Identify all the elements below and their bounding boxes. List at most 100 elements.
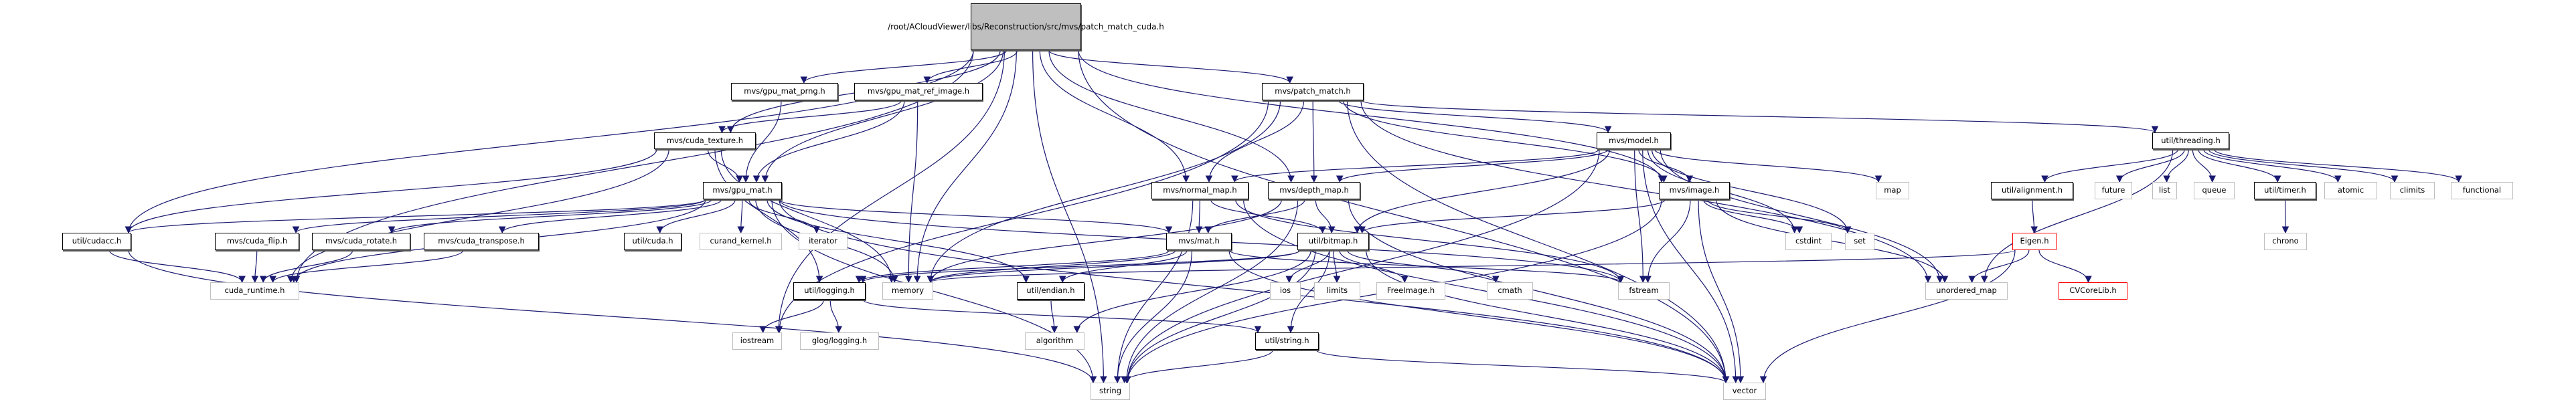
node-image[interactable]: mvs/image.h — [1659, 182, 1730, 199]
edge-patch_match-to-threading — [1360, 100, 2158, 134]
edge-threading-to-unordered_map — [1980, 148, 2174, 284]
edge-gpu_mat_ref_image-to-gpu_mat — [752, 100, 905, 183]
edge-bitmap-to-vector — [1366, 249, 1730, 384]
node-vector: vector — [1723, 383, 1766, 400]
edge-root-to-depth_map — [1048, 49, 1295, 183]
edge-normal_map-to-bitmap — [1210, 199, 1326, 234]
node-cuda-flip[interactable]: mvs/cuda_flip.h — [215, 233, 299, 250]
root-label-line: /root/ACloudViewer — [888, 21, 965, 31]
node-label: glog/logging.h — [811, 336, 868, 346]
node-label: map — [1884, 185, 1901, 195]
edge-mat-to-endian — [1058, 249, 1188, 284]
node-label: util/timer.h — [2264, 185, 2306, 195]
node-endian[interactable]: util/endian.h — [1017, 282, 1084, 300]
node-logging[interactable]: util/logging.h — [793, 282, 866, 300]
node-memory: memory — [882, 282, 933, 300]
node-limits: limits — [1314, 282, 1360, 300]
edge-root-to-gpu_mat — [761, 49, 1004, 183]
node-label: util/string.h — [1265, 336, 1309, 346]
node-util-string[interactable]: util/string.h — [1255, 332, 1319, 350]
node-label: mvs/mat.h — [1178, 236, 1220, 246]
node-label: mvs/cuda_flip.h — [226, 236, 288, 246]
edge-depth_map-to-bitmap — [1315, 199, 1336, 234]
node-label: mvs/gpu_mat.h — [712, 185, 773, 195]
edge-root-to-gpu_mat_ref_image — [923, 49, 1018, 84]
node-label: mvs/patch_match.h — [1275, 86, 1351, 96]
node-label: FreeImage.h — [1386, 286, 1435, 296]
edge-cuda_texture-to-logging — [714, 148, 823, 284]
node-bitmap[interactable]: util/bitmap.h — [1297, 233, 1369, 250]
edge-patch_match-to-vector — [1347, 100, 1730, 384]
edge-mat-to-vector — [1228, 249, 1730, 384]
node-label: util/cudacc.h — [72, 236, 122, 246]
node-unordered-map: unordered_map — [1925, 282, 2008, 300]
edge-image-to-bitmap — [1358, 199, 1666, 234]
node-cuda-texture[interactable]: mvs/cuda_texture.h — [654, 132, 756, 149]
edge-cuda_texture-to-memory — [720, 148, 896, 284]
edge-eigen-to-cvcorelib — [2038, 249, 2092, 284]
edge-eigen-to-memory — [927, 249, 2016, 284]
node-alignment[interactable]: util/alignment.h — [1991, 182, 2073, 199]
node-label: fstream — [1629, 286, 1659, 296]
edge-model-to-bitmap — [1354, 148, 1611, 234]
node-cstdint: cstdint — [1785, 233, 1832, 250]
node-label: cstdint — [1795, 236, 1822, 246]
node-depth-map[interactable]: mvs/depth_map.h — [1268, 182, 1360, 199]
edge-logging-to-iostream — [759, 299, 824, 334]
node-label: util/alignment.h — [2001, 185, 2063, 195]
edge-model-to-depth_map — [1336, 148, 1609, 183]
node-queue: queue — [2194, 182, 2235, 199]
node-cuda-rotate[interactable]: mvs/cuda_rotate.h — [312, 233, 410, 250]
node-model[interactable]: mvs/model.h — [1597, 132, 1671, 149]
edge-bitmap-to-ios — [1285, 249, 1330, 284]
edge-bitmap-to-string — [1123, 249, 1316, 384]
root-file-node[interactable]: /root/ACloudViewer /libs/Reconstruction … — [888, 3, 1164, 50]
node-threading[interactable]: util/threading.h — [2152, 132, 2229, 149]
node-mat[interactable]: mvs/mat.h — [1166, 233, 1232, 250]
node-curand-kernel: curand_kernel.h — [700, 233, 782, 250]
edge-image-to-fstream — [1644, 199, 1691, 284]
node-algorithm: algorithm — [1025, 332, 1084, 350]
edge-model-to-vector — [1642, 148, 1740, 384]
node-label: limits — [1326, 286, 1348, 296]
edge-gpu_mat-to-cuda_transpose — [498, 199, 722, 234]
root-label-line: _cuda.h — [1133, 21, 1164, 31]
edge-patch_match-to-model — [1338, 100, 1612, 134]
node-util-cuda[interactable]: util/cuda.h — [624, 233, 681, 250]
node-timer[interactable]: util/timer.h — [2254, 182, 2316, 199]
node-list: list — [2152, 182, 2177, 199]
node-gpu-mat-ref-image[interactable]: mvs/gpu_mat_ref_image.h — [854, 83, 983, 100]
node-atomic: atomic — [2324, 182, 2377, 199]
node-label: algorithm — [1036, 336, 1074, 346]
node-cudacc[interactable]: util/cudacc.h — [62, 233, 131, 250]
node-label: CVCoreLib.h — [2069, 286, 2117, 296]
node-label: mvs/depth_map.h — [1279, 185, 1349, 195]
node-cuda-runtime: cuda_runtime.h — [210, 282, 299, 300]
node-fstream: fstream — [1618, 282, 1670, 300]
node-label: mvs/cuda_rotate.h — [325, 236, 398, 246]
edge-cuda_transpose-to-cuda_runtime — [269, 249, 464, 284]
node-cvcorelib: CVCoreLib.h — [2059, 282, 2127, 300]
edge-depth_map-to-string — [1123, 199, 1299, 384]
edge-root-to-gpu_mat_prng — [800, 49, 1008, 84]
edge-threading-to-list — [2163, 148, 2189, 183]
edge-gpu_mat_ref_image-to-cuda_texture — [718, 100, 902, 134]
edge-mat-to-memory — [927, 249, 1176, 284]
node-gpu-mat[interactable]: mvs/gpu_mat.h — [703, 182, 782, 199]
node-label: queue — [2202, 185, 2227, 195]
edge-cuda_rotate-to-cuda_runtime — [259, 249, 353, 284]
edge-depth_map-to-mat — [1204, 199, 1305, 234]
node-patch-match[interactable]: mvs/patch_match.h — [1262, 83, 1364, 100]
edge-cuda_texture-to-gpu_mat — [707, 148, 743, 183]
node-label: ios — [1279, 286, 1291, 296]
node-cuda-transpose[interactable]: mvs/cuda_transpose.h — [424, 233, 539, 250]
edge-patch_match-to-normal_map — [1205, 100, 1305, 183]
edge-root-to-iostream — [775, 49, 1005, 334]
node-gpu-mat-prng[interactable]: mvs/gpu_mat_prng.h — [731, 83, 838, 100]
node-eigen: Eigen.h — [2012, 233, 2057, 250]
edge-root-to-vector — [1078, 49, 1730, 384]
node-normal-map[interactable]: mvs/normal_map.h — [1151, 182, 1249, 199]
node-label: cuda_runtime.h — [224, 286, 285, 296]
